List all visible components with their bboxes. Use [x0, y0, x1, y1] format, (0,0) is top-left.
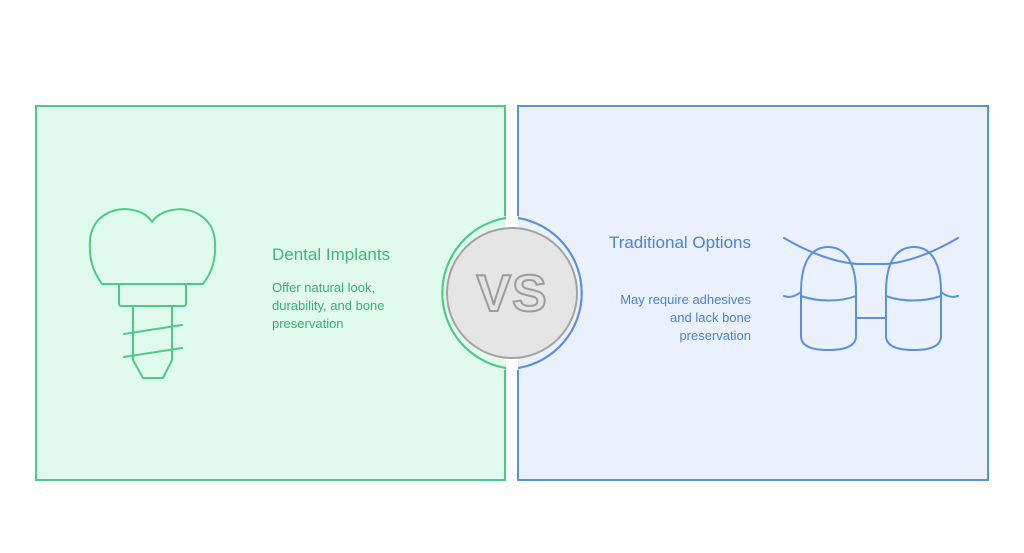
- traditional-options-title: Traditional Options: [608, 233, 751, 252]
- traditional-options-panel: [517, 105, 989, 481]
- dental-bridge-icon: [783, 237, 959, 351]
- traditional-options-description: May require adhesives and lack bone pres…: [620, 292, 751, 343]
- dental-implants-title: Dental Implants: [272, 245, 391, 264]
- dental-implant-icon: [88, 208, 217, 379]
- vs-badge: [435, 216, 589, 370]
- dental-implants-description: Offer natural look, durability, and bone…: [272, 280, 385, 331]
- vs-label: VS: [475, 265, 548, 323]
- dental-implants-panel: [35, 105, 506, 481]
